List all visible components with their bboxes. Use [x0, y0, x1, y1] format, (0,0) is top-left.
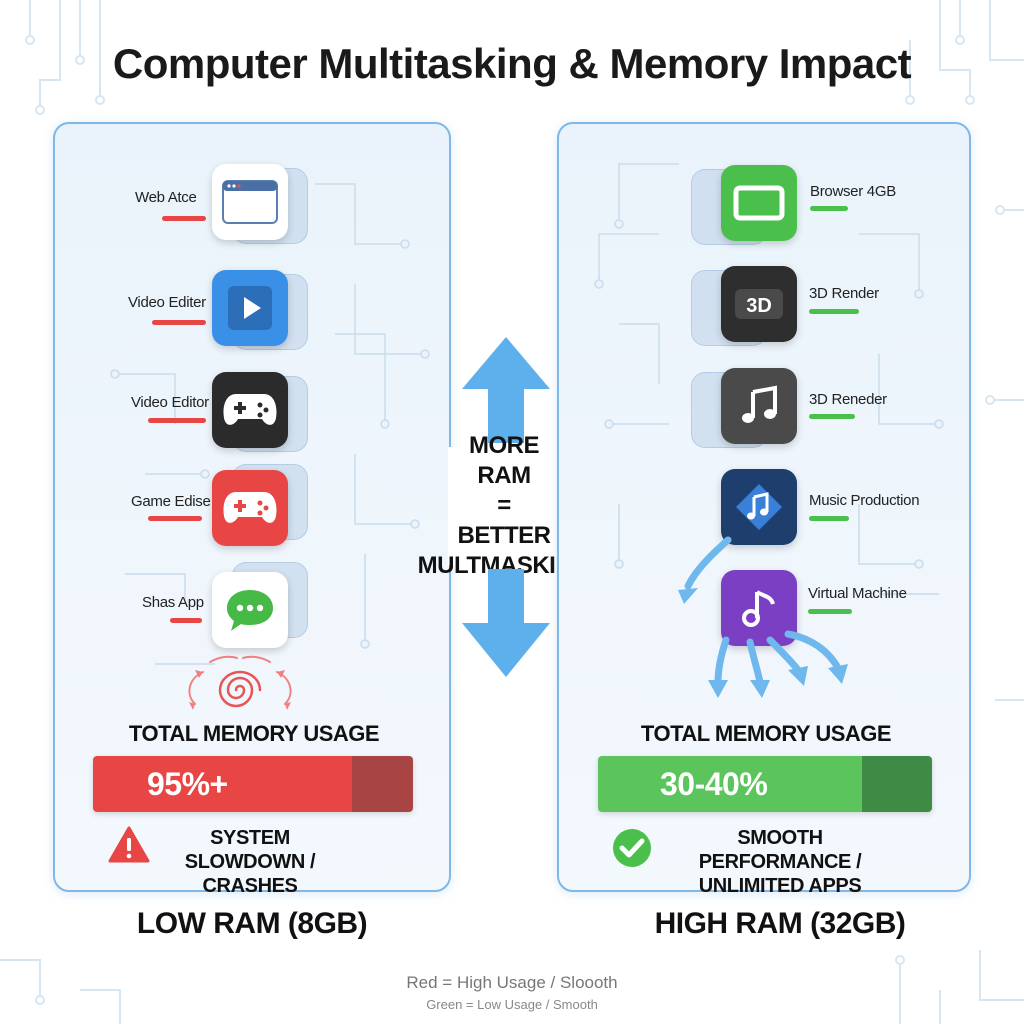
legend-low-usage: Green = Low Usage / Smooth — [426, 997, 598, 1012]
total-memory-label: TOTAL MEMORY USAGE — [640, 721, 892, 746]
memory-usage-bar: 30-40% — [598, 756, 932, 812]
window-icon — [721, 165, 797, 241]
music-note-icon — [721, 469, 797, 545]
usage-bar-remaining — [861, 756, 932, 812]
usage-indicator — [162, 216, 206, 221]
usage-bar-remaining — [352, 756, 413, 812]
status-line: CRASHES — [202, 875, 298, 897]
arrow-down-icon — [462, 569, 550, 677]
arrow-up-icon — [462, 337, 550, 443]
app-label: 3D Reneder — [809, 391, 887, 408]
panel-circuit-lines — [594, 163, 944, 595]
usage-indicator — [152, 320, 206, 325]
panel-circuit-lines — [110, 183, 430, 665]
legend-high-usage: Red = High Usage / Sloooth — [406, 973, 618, 992]
memory-usage-bar: 95%+ — [93, 756, 413, 812]
gamepad-icon — [212, 470, 288, 546]
status-line: SYSTEM SLOWDOWN / — [184, 827, 316, 873]
app-label: Game Edise — [131, 493, 211, 510]
status-message: SMOOTH PERFORMANCE / UNLIMITED APPS — [660, 826, 900, 898]
app-label: Video Editor — [131, 394, 209, 411]
flow-arrows-icon — [678, 536, 848, 698]
status-line: UNLIMITED APPS — [698, 875, 862, 897]
overload-swirl-icon — [188, 655, 292, 710]
center-message-line: = BETTER — [457, 492, 552, 549]
3d-icon: 3D — [721, 266, 797, 342]
usage-indicator — [170, 618, 202, 623]
usage-indicator — [809, 414, 855, 419]
checkmark-icon — [613, 829, 651, 867]
status-message: SYSTEM SLOWDOWN / CRASHES — [150, 826, 350, 898]
music-note-icon — [721, 570, 797, 646]
center-message: MORE RAM = BETTER MULTMASKING — [418, 432, 591, 579]
usage-bar-fill — [93, 756, 353, 812]
app-label: Browser 4GB — [810, 183, 896, 200]
usage-indicator — [810, 206, 848, 211]
usage-indicator — [809, 309, 859, 314]
browser-window-icon — [212, 164, 288, 240]
center-message-line: MORE RAM — [469, 432, 540, 489]
status-line: SMOOTH PERFORMANCE / — [698, 827, 862, 873]
usage-value: 95%+ — [147, 766, 228, 802]
play-icon — [212, 270, 288, 346]
app-label: Virtual Machine — [808, 585, 907, 602]
warning-icon — [108, 826, 150, 863]
high-ram-label: HIGH RAM (32GB) — [654, 907, 906, 940]
usage-indicator — [148, 516, 202, 521]
svg-text:3D: 3D — [746, 295, 772, 317]
usage-indicator — [808, 609, 852, 614]
usage-indicator — [809, 516, 849, 521]
usage-value: 30-40% — [660, 766, 768, 802]
gamepad-icon — [212, 372, 288, 448]
usage-indicator — [148, 418, 206, 423]
page-title: Computer Multitasking & Memory Impact — [112, 40, 912, 87]
app-label: Shas App — [142, 594, 204, 611]
low-ram-label: LOW RAM (8GB) — [136, 907, 368, 940]
chat-bubble-icon — [212, 572, 288, 648]
app-label: 3D Render — [809, 285, 879, 302]
music-note-icon — [721, 368, 797, 444]
app-label: Video Editer — [128, 294, 206, 311]
app-label: Web Atce — [135, 189, 197, 206]
app-label: Music Production — [809, 492, 920, 509]
total-memory-label: TOTAL MEMORY USAGE — [128, 721, 380, 746]
usage-bar-fill — [598, 756, 862, 812]
